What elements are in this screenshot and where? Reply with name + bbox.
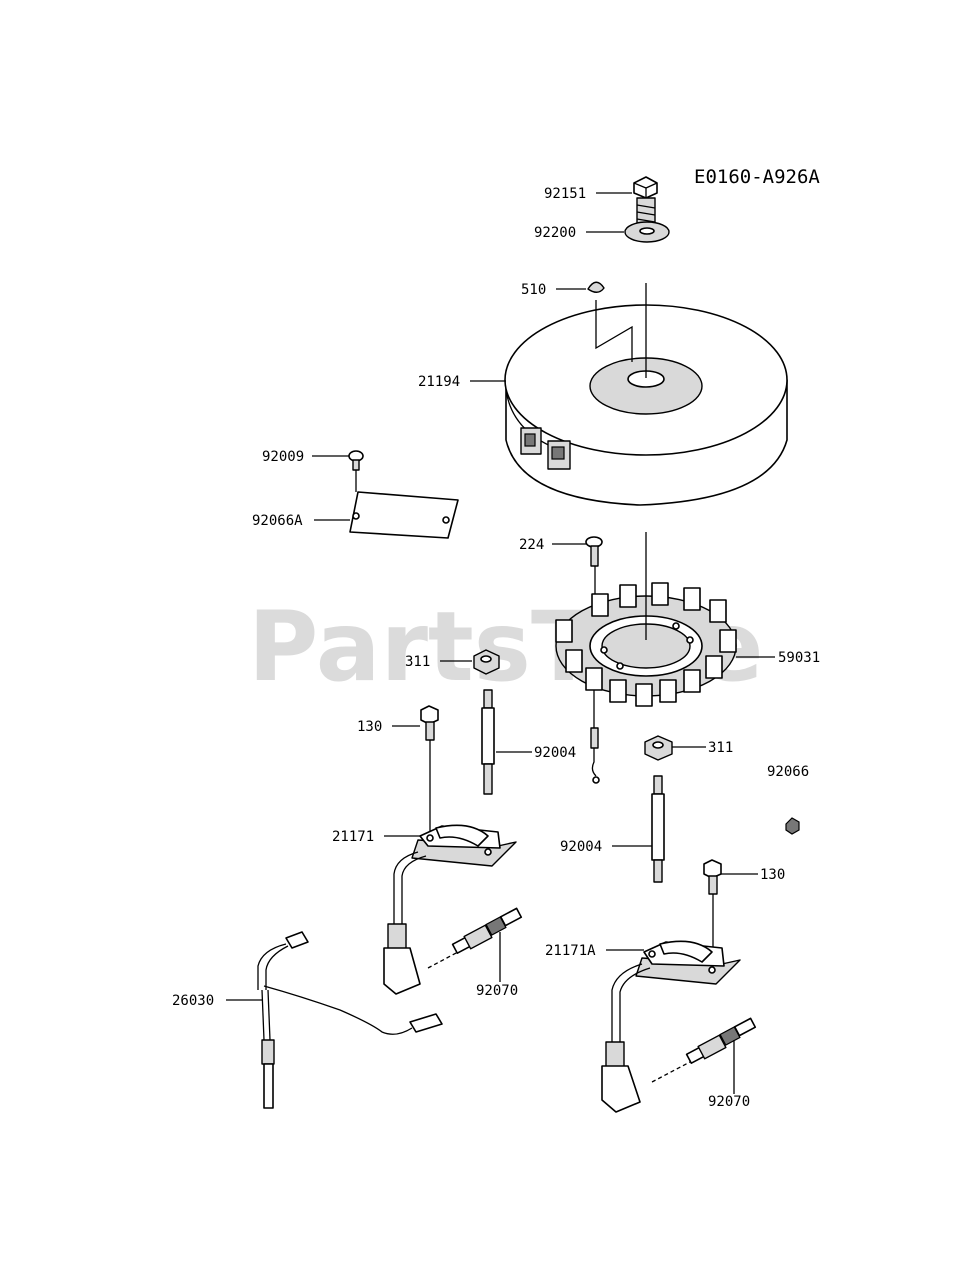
label-92066A: 92066A bbox=[252, 513, 303, 529]
label-130-right: 130 bbox=[760, 867, 785, 883]
stator-lead-wire bbox=[590, 690, 600, 784]
spark-plug-92070-left[interactable] bbox=[451, 907, 523, 954]
label-92070-left: 92070 bbox=[476, 983, 518, 999]
stud-92004-left[interactable] bbox=[481, 689, 495, 795]
label-92200: 92200 bbox=[534, 225, 576, 241]
label-92151: 92151 bbox=[544, 186, 586, 202]
label-21171: 21171 bbox=[332, 829, 374, 845]
label-510: 510 bbox=[521, 282, 546, 298]
label-21194: 21194 bbox=[418, 374, 460, 390]
flywheel-21194[interactable] bbox=[504, 304, 788, 506]
label-92009: 92009 bbox=[262, 449, 304, 465]
label-311-upper: 311 bbox=[405, 654, 430, 670]
label-92066: 92066 bbox=[767, 764, 809, 780]
bolt-130-left[interactable] bbox=[420, 705, 439, 741]
diagram-code: E0160-A926A bbox=[694, 166, 820, 188]
washer-92200[interactable] bbox=[624, 221, 670, 243]
spark-plug-92070-right[interactable] bbox=[685, 1017, 757, 1064]
bolt-130-right[interactable] bbox=[703, 859, 722, 895]
label-311-lower: 311 bbox=[708, 740, 733, 756]
key-510[interactable] bbox=[587, 281, 605, 293]
screw-224[interactable] bbox=[585, 536, 603, 567]
nut-92066[interactable] bbox=[785, 817, 800, 835]
plate-92066A[interactable] bbox=[349, 491, 459, 539]
nut-311-upper[interactable] bbox=[473, 649, 500, 675]
lead-wire-26030[interactable] bbox=[257, 931, 443, 1109]
label-21171A: 21171A bbox=[545, 943, 596, 959]
label-92004-left: 92004 bbox=[534, 745, 576, 761]
label-92070-right: 92070 bbox=[708, 1094, 750, 1110]
label-26030: 26030 bbox=[172, 993, 214, 1009]
ignition-coil-21171A[interactable] bbox=[601, 940, 741, 1113]
label-130-left: 130 bbox=[357, 719, 382, 735]
label-92004-right: 92004 bbox=[560, 839, 602, 855]
stud-92004-right[interactable] bbox=[651, 775, 665, 883]
screw-92009[interactable] bbox=[348, 450, 364, 471]
nut-311-lower[interactable] bbox=[644, 735, 673, 761]
ignition-coil-21171[interactable] bbox=[383, 824, 517, 995]
label-59031: 59031 bbox=[778, 650, 820, 666]
stator-59031[interactable] bbox=[555, 582, 737, 707]
label-224: 224 bbox=[519, 537, 544, 553]
